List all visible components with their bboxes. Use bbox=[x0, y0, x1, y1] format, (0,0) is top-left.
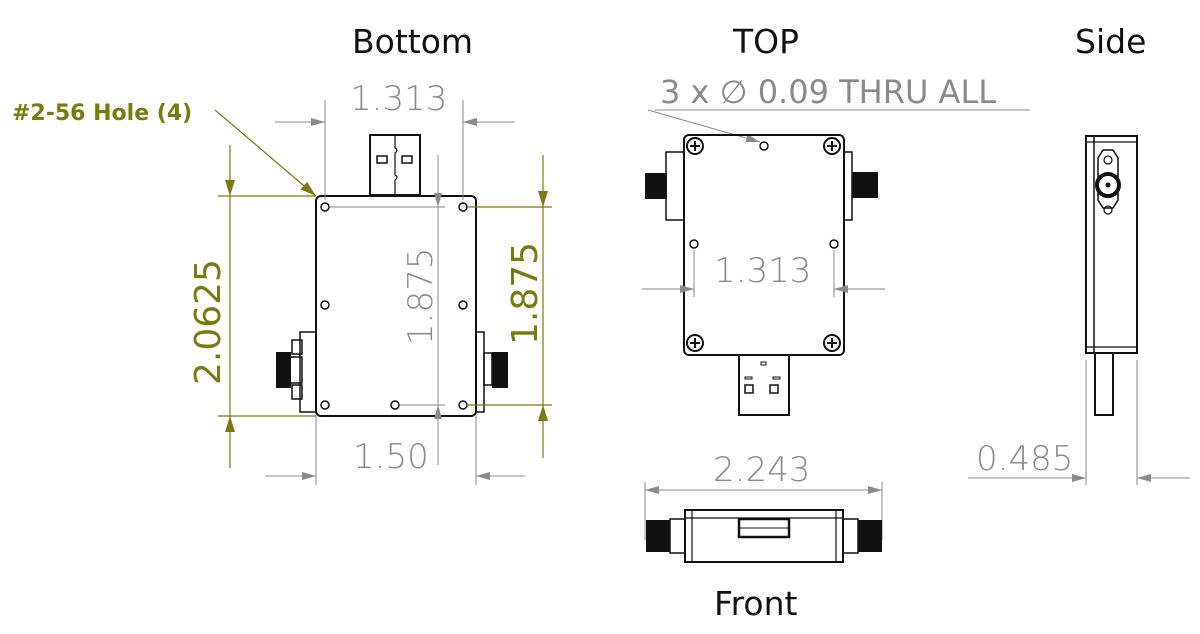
dim-front-overall-length: 2.243 bbox=[713, 450, 810, 490]
sma-connector-front-left-icon bbox=[646, 518, 686, 554]
sma-connector-right-icon bbox=[475, 331, 508, 413]
sma-connector-front-right-icon bbox=[842, 518, 882, 554]
top-body-outline bbox=[683, 134, 845, 356]
dim-bottom-inner-height: 1.875 bbox=[401, 248, 441, 345]
bottom-view: Bottom bbox=[12, 22, 552, 485]
hole-callout: #2-56 Hole (4) bbox=[12, 101, 192, 126]
thru-hole-note: 3 x ∅ 0.09 THRU ALL bbox=[660, 73, 996, 111]
bottom-view-title: Bottom bbox=[352, 22, 473, 61]
screw-icons bbox=[686, 137, 841, 352]
side-view: Side 0.485 bbox=[968, 22, 1190, 485]
sma-connector-side-icon bbox=[1095, 149, 1121, 215]
sma-connector-top-right-icon bbox=[843, 151, 878, 221]
top-view: TOP 3 x ∅ 0.09 THRU ALL bbox=[642, 22, 1030, 416]
front-body-outline bbox=[684, 509, 844, 563]
dim-bottom-bottom-width: 1.50 bbox=[353, 437, 429, 477]
dim-top-hole-spacing: 1.313 bbox=[714, 251, 811, 291]
sma-connector-top-left-icon bbox=[645, 151, 685, 221]
side-body-outline bbox=[1085, 135, 1138, 416]
front-view-title: Front bbox=[714, 584, 798, 623]
sma-connector-left-icon bbox=[276, 331, 317, 413]
dim-bottom-top-width: 1.313 bbox=[350, 79, 447, 119]
dim-side-thickness: 0.485 bbox=[976, 439, 1073, 479]
dim-bottom-overall-height: 2.0625 bbox=[188, 259, 229, 385]
mounting-holes bbox=[320, 202, 468, 410]
front-view: Front 2.243 bbox=[644, 450, 883, 623]
top-view-title: TOP bbox=[732, 22, 799, 61]
dim-bottom-right-height: 1.875 bbox=[505, 242, 546, 345]
usb-plug-icon bbox=[369, 134, 421, 196]
usb-plug-top-icon bbox=[738, 354, 790, 416]
side-view-title: Side bbox=[1075, 22, 1146, 61]
bottom-body-outline bbox=[315, 195, 477, 417]
